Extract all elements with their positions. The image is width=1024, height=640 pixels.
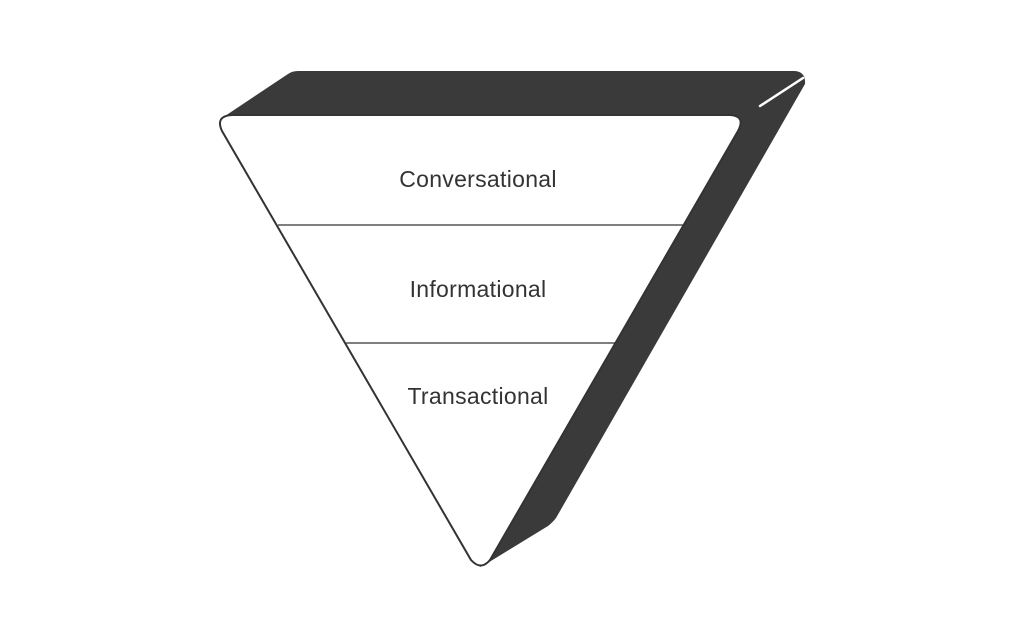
funnel-front-face xyxy=(219,114,742,567)
level-conversational-label: Conversational xyxy=(399,166,557,192)
level-transactional-label: Transactional xyxy=(407,383,549,409)
funnel-highlight xyxy=(758,76,805,108)
level-informational-label: Informational xyxy=(409,276,547,302)
